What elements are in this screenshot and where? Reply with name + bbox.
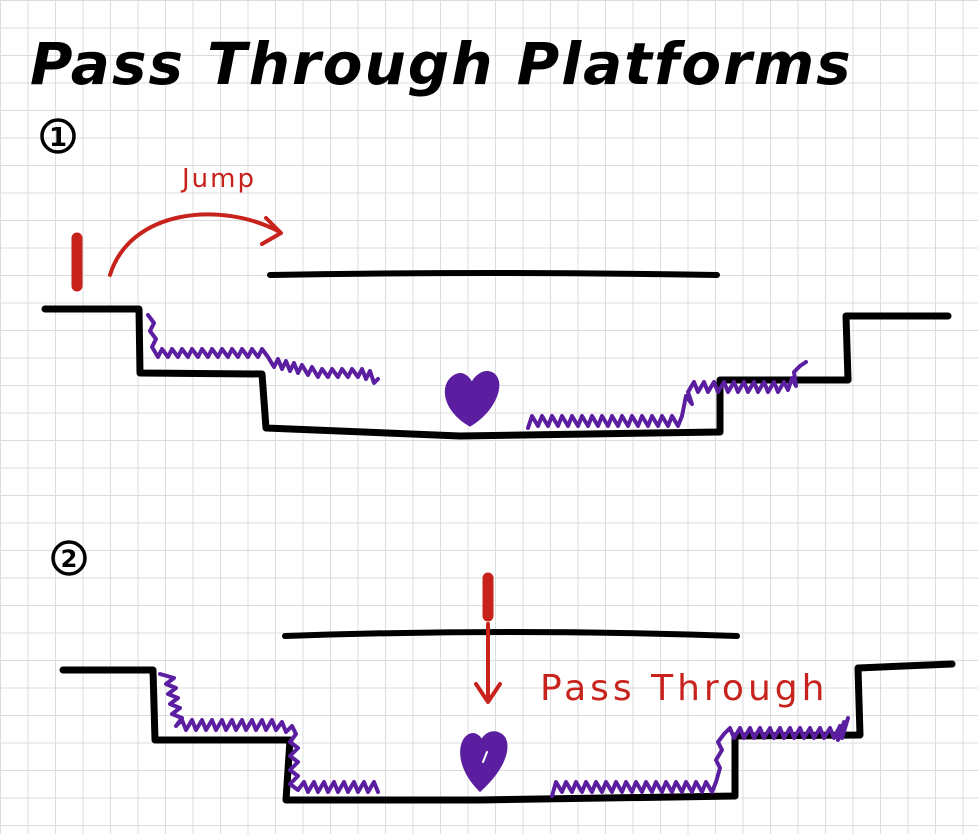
step-2-heart-mark	[482, 751, 488, 763]
step-2-ground	[59, 660, 956, 804]
step-1-heart-enemy	[444, 371, 500, 427]
step-1: 1 Jump	[40, 118, 952, 440]
step-1-jump-arrowhead	[260, 216, 283, 246]
step-2: 2 Pass Through	[51, 540, 956, 804]
step-2-platform	[282, 629, 740, 639]
step-2-fall-arrowhead	[474, 682, 502, 704]
step-2-number: 2	[61, 545, 78, 573]
diagram-title: Pass Through Platforms	[30, 30, 853, 98]
step-1-jump-arrow	[108, 212, 282, 277]
step-2-action-label: Pass Through	[540, 668, 828, 709]
step-1-grass-right	[526, 360, 808, 430]
step-2-grass-right	[550, 716, 850, 798]
step-2-number-circle	[51, 540, 87, 576]
step-1-number: 1	[49, 123, 67, 153]
step-1-action-label: Jump	[180, 164, 256, 194]
step-1-grass-left	[146, 313, 380, 385]
step-1-number-circle	[40, 118, 76, 154]
step-2-grass-left	[158, 672, 380, 794]
step-1-platform	[267, 270, 720, 278]
step-1-ground	[41, 305, 952, 440]
